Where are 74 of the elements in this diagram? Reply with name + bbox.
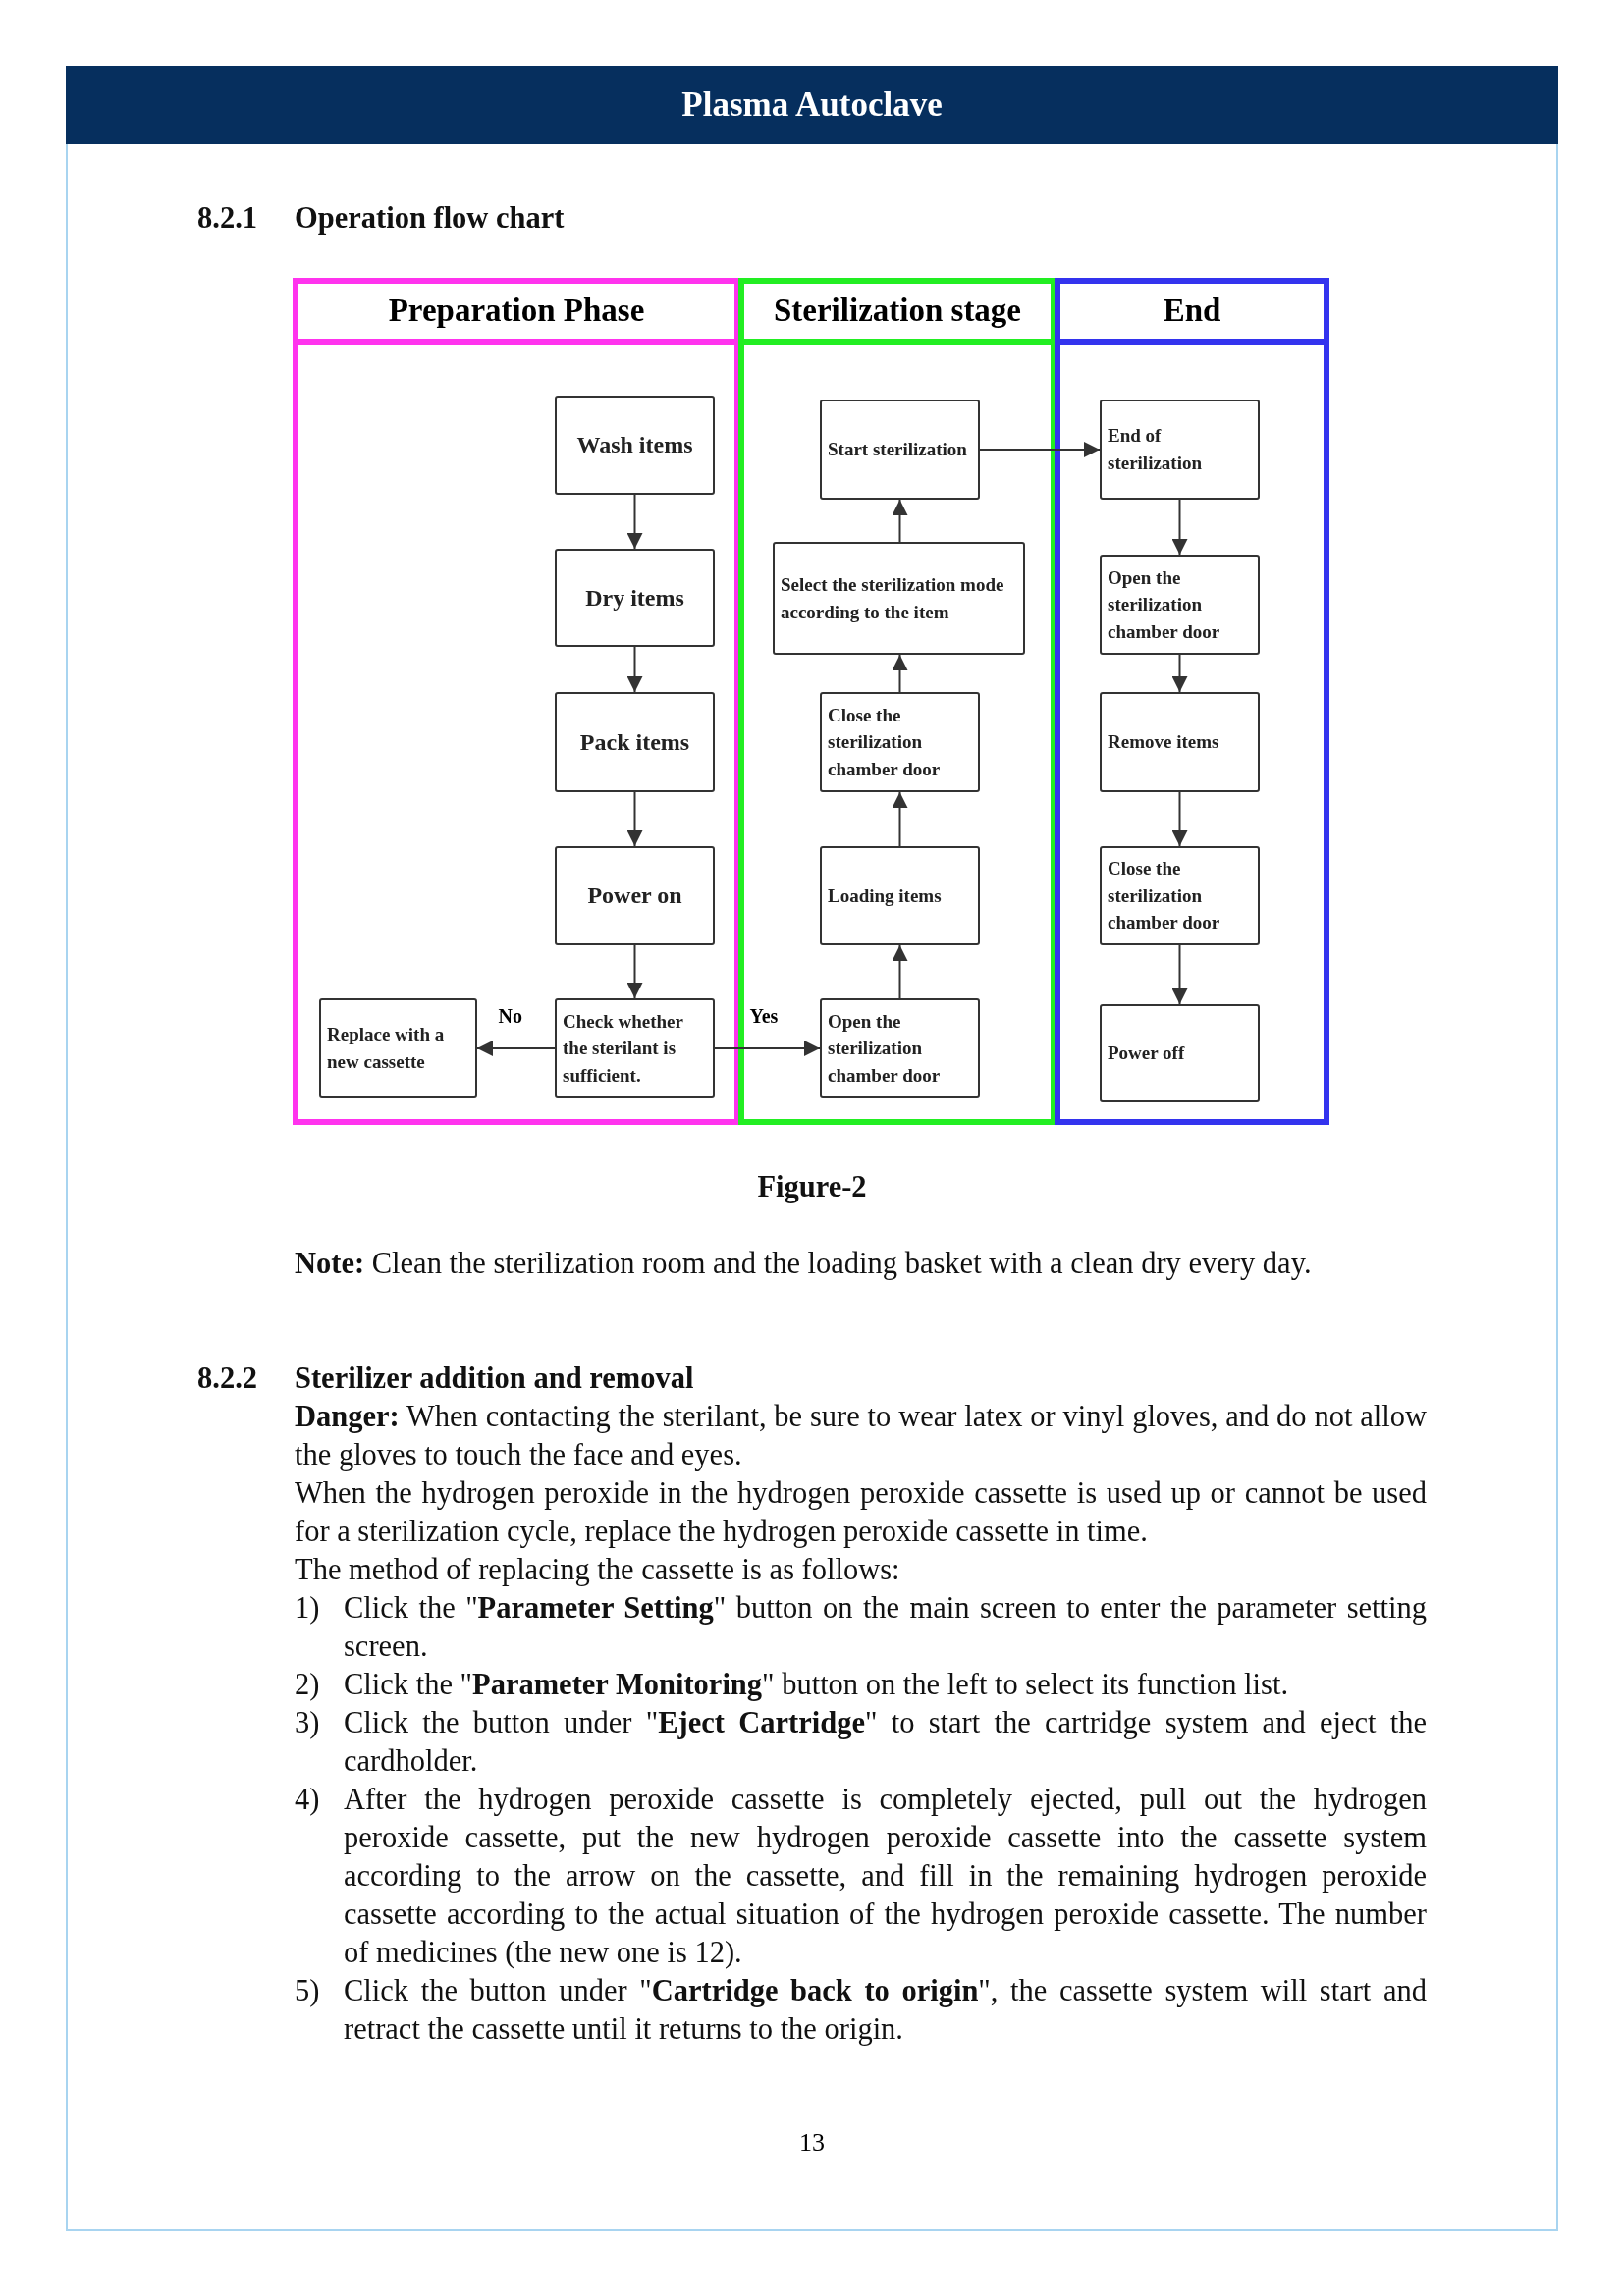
arrow [1171, 944, 1188, 1005]
arrow [1171, 654, 1188, 693]
step-text: Open the sterilization chamber door [828, 1009, 942, 1088]
arrow [892, 499, 908, 543]
paragraph: When the hydrogen peroxide in the hydrogen peroxide cassette is used up or cannot be used for a sterilization cycle, replace the hydrogen peroxide cassette in time. [295, 1475, 1427, 1550]
step-text: Start sterilization [828, 438, 968, 462]
step-text: Dry items [584, 583, 685, 613]
process-box [1100, 692, 1260, 792]
step-text: Power off [1108, 1041, 1186, 1066]
arrow [892, 944, 908, 999]
arrow [979, 442, 1101, 457]
process-box [820, 692, 980, 792]
phase-column [293, 278, 740, 1125]
list-item: After the hydrogen peroxide cassette is completely ejected, pull out the hydrogen peroxide cassette, put the new hydrogen peroxide cassette into the cassette system according to the arrow on the cassette, and fill in the remaining hydrogen peroxide cassette according to the actual situation of the hydrogen peroxide cassette. The number of medicines (the new one is 12). [344, 1782, 1427, 1971]
step-text: Open the sterilization chamber door [1108, 565, 1221, 644]
column-heading: Sterilization stage [773, 292, 1022, 330]
list-number: 3) [295, 1705, 320, 1741]
section-title: Sterilizer addition and removal [295, 1361, 694, 1397]
arrow [892, 791, 908, 847]
page-number: 13 [798, 2128, 826, 2158]
list-number: 4) [295, 1782, 320, 1818]
step-text: Close the sterilization chamber door [828, 703, 942, 781]
step-text: Select the sterilization mode according to the item [781, 572, 1005, 624]
list-number: 5) [295, 1973, 320, 2009]
process-box [555, 998, 715, 1098]
process-box [820, 998, 980, 1098]
arrow [1171, 499, 1188, 556]
column-heading: Preparation Phase [387, 292, 646, 330]
process-box [555, 396, 715, 495]
process-box [773, 542, 1025, 655]
note-paragraph: Note: Clean the sterilization room and the loading basket with a clean dry every day. [295, 1246, 1313, 1282]
process-box [555, 549, 715, 647]
section-number: 8.2.1 [197, 200, 257, 237]
column-heading: End [1162, 292, 1222, 330]
list-item: Click the "Parameter Setting" button on the main screen to enter the parameter setting screen. [344, 1590, 1427, 1665]
process-box [1100, 1004, 1260, 1102]
phase-column [1055, 278, 1329, 1125]
arrow [892, 654, 908, 693]
process-box [820, 400, 980, 500]
process-box [1100, 400, 1260, 500]
list-item: Click the button under "Cartridge back to origin", the cassette system will start and retract the cassette until it returns to the origin. [344, 1973, 1427, 2048]
arrow [1171, 791, 1188, 847]
paragraph: Danger: When contacting the sterilant, be sure to wear latex or vinyl gloves, and do not allow the gloves to touch the face and eyes. [295, 1399, 1427, 1473]
arrow [714, 1041, 821, 1056]
list-number: 2) [295, 1667, 320, 1703]
step-text: Check whether the sterilant is sufficient. [563, 1009, 684, 1088]
step-text: End of sterilization [1108, 424, 1204, 475]
phase-column [738, 278, 1056, 1125]
step-text: Close the sterilization chamber door [1108, 857, 1221, 935]
process-box [820, 846, 980, 945]
process-box [1100, 846, 1260, 945]
step-text: Remove items [1108, 730, 1220, 755]
figure-caption: Figure-2 [756, 1169, 868, 1205]
paragraph: The method of replacing the cassette is as follows: [295, 1552, 901, 1588]
step-text: Replace with a new cassette [327, 1023, 446, 1074]
process-box [319, 998, 477, 1098]
list-item: Click the button under "Eject Cartridge" to start the cartridge system and eject the cardholder. [344, 1705, 1427, 1780]
list-number: 1) [295, 1590, 320, 1627]
arrow [476, 1041, 556, 1056]
process-box [555, 846, 715, 945]
step-text: Pack items [578, 727, 691, 757]
arrow [626, 646, 643, 693]
arrow [626, 944, 643, 999]
section-number: 8.2.2 [197, 1361, 257, 1397]
step-text: Loading items [828, 883, 943, 908]
arrow [626, 791, 643, 847]
process-box [1100, 555, 1260, 655]
list-item: Click the "Parameter Monitoring" button on the left to select its function list. [344, 1667, 1290, 1703]
step-text: Wash items [575, 431, 694, 460]
arrow [626, 494, 643, 550]
process-box [555, 692, 715, 792]
header-title: Plasma Autoclave [680, 84, 944, 126]
step-text: Power on [586, 881, 683, 911]
section-title: Operation flow chart [295, 200, 565, 237]
